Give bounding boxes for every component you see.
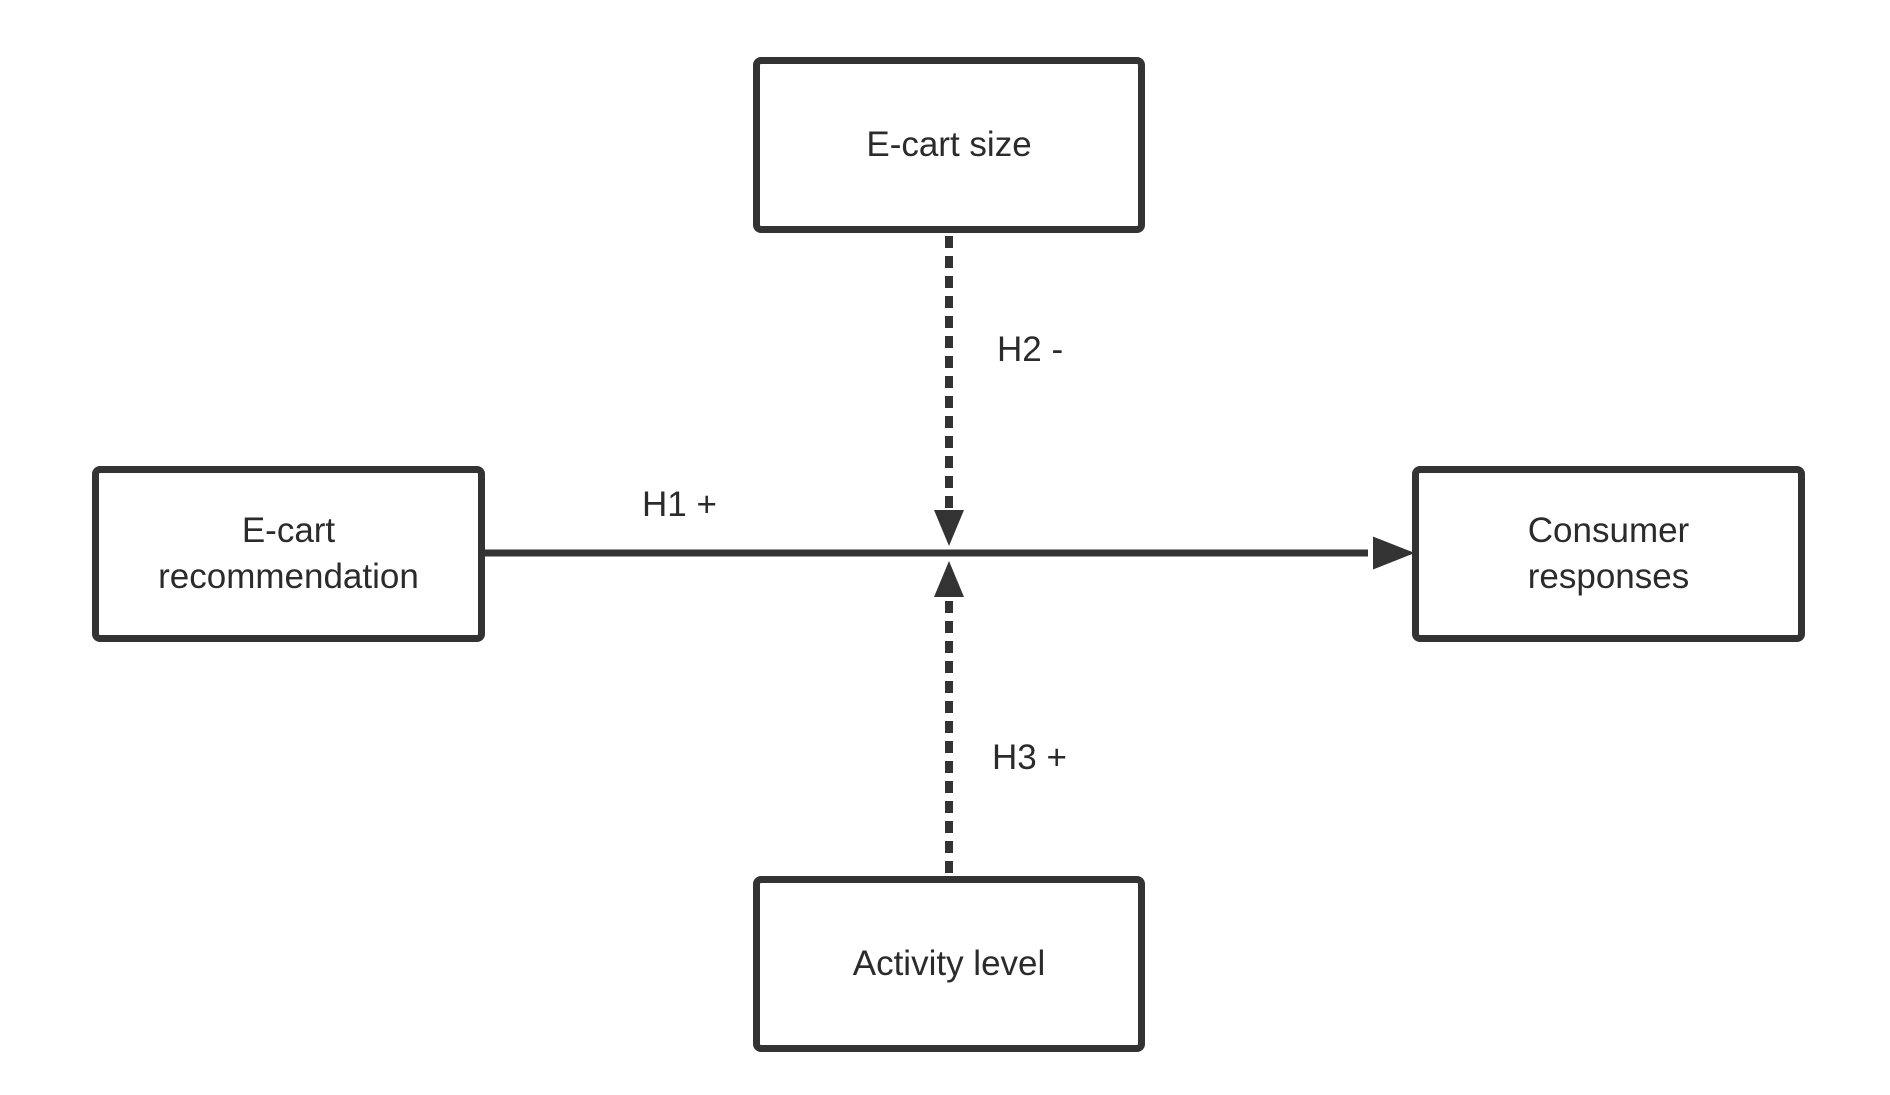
- node-ecart-size: E-cart size: [753, 57, 1145, 233]
- edge-label-h1: H1 +: [642, 485, 717, 524]
- edge-h2-arrowhead: [934, 510, 964, 546]
- node-consumer-responses: Consumer responses: [1412, 466, 1805, 642]
- edge-h3-arrowhead: [934, 561, 964, 597]
- node-activity-level: Activity level: [753, 876, 1145, 1052]
- node-ecart-recommendation-label-line1: E-cart: [241, 511, 336, 550]
- node-consumer-responses-label-line1: Consumer: [1527, 511, 1690, 550]
- node-ecart-recommendation: E-cart recommendation: [92, 466, 485, 642]
- edge-label-h3: H3 +: [992, 738, 1067, 777]
- edge-h1-arrowhead: [1373, 536, 1415, 570]
- node-ecart-recommendation-label-line2: recommendation: [158, 557, 419, 596]
- edge-label-h2: H2 -: [997, 330, 1064, 369]
- node-activity-level-label: Activity level: [852, 944, 1046, 983]
- node-ecart-size-label: E-cart size: [866, 125, 1032, 164]
- node-consumer-responses-label-line2: responses: [1527, 557, 1690, 596]
